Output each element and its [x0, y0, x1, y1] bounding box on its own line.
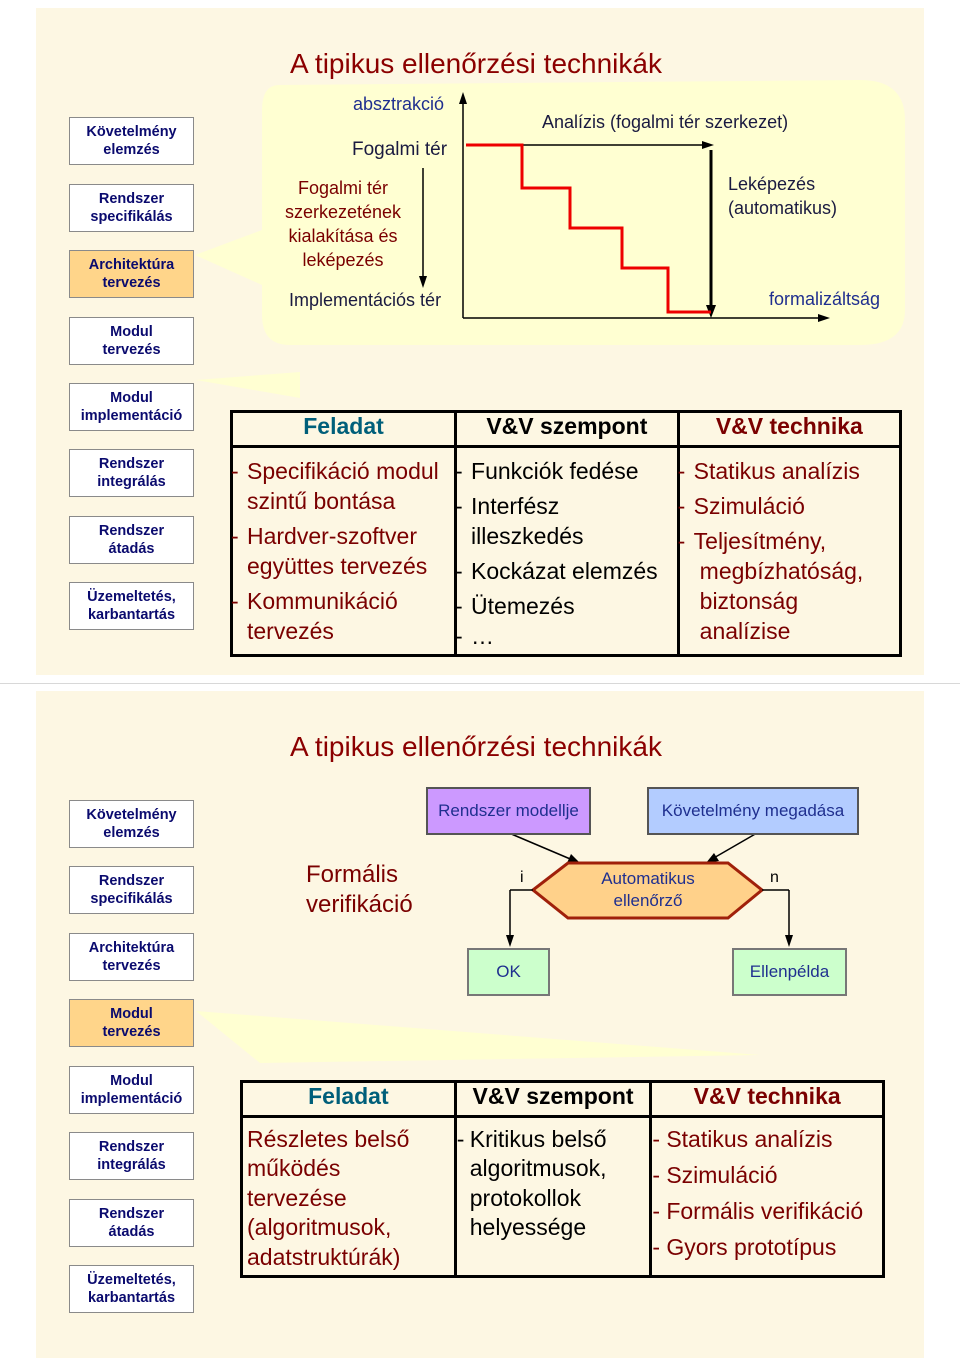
- concept-space-label: Fogalmi tér: [352, 139, 448, 160]
- slide1-graphics: [195, 80, 905, 398]
- slide2-title: A tipikus ellenőrzési technikák: [290, 731, 662, 762]
- table1-header-technique: V&V technika: [676, 410, 903, 448]
- x-axis-label: formalizáltság: [769, 289, 881, 309]
- phase-operation-maintenance: Üzemeltetés,karbantartás: [69, 582, 194, 630]
- slide-separator: [0, 683, 960, 684]
- table2-task-cell: Részletes belső működés tervezése (algor…: [240, 1115, 457, 1278]
- table2-aspect-cell: - Kritikus belső algoritmusok, protokoll…: [453, 1115, 653, 1278]
- requirement-spec-box: Követelmény megadása: [647, 787, 859, 835]
- vv-table-module-design: Feladat V&V szempont V&V technika Részle…: [240, 1080, 885, 1278]
- bubble-pointer-lower: [196, 372, 300, 398]
- table1-task-cell: - Specifikáció modul szintű bontása - Ha…: [229, 445, 458, 657]
- table1-technique-cell: - Statikus analízis - Szimuláció - Telje…: [676, 445, 903, 657]
- analysis-label: Analízis (fogalmi tér szerkezet): [542, 112, 789, 132]
- yes-label: i: [520, 869, 524, 886]
- automatic-checker-label: Automatikus ellenőrző: [601, 869, 695, 910]
- ok-result-box: OK: [467, 948, 550, 996]
- table1-aspect-cell: - Funkciók fedése - Interfész illeszkedé…: [454, 445, 680, 657]
- phase-pointer: [196, 1011, 760, 1063]
- vv-table-architecture: Feladat V&V szempont V&V technika - Spec…: [229, 410, 903, 657]
- yes-arrow-head: [506, 935, 514, 947]
- no-label: n: [770, 869, 779, 886]
- mapping-label: Leképezés (automatikus): [728, 174, 838, 218]
- table2-header-technique: V&V technika: [649, 1080, 885, 1118]
- analysis-arrow-head: [702, 141, 714, 149]
- requirement-to-checker-arrow: [711, 832, 758, 860]
- phase-operation-maintenance-2: Üzemeltetés,karbantartás: [69, 1265, 194, 1313]
- system-model-box: Rendszer modellje: [426, 787, 591, 835]
- counterexample-box: Ellenpélda: [732, 948, 847, 996]
- table2-technique-cell: - Statikus analízis - Szimuláció - Formá…: [649, 1115, 885, 1278]
- table1-header-aspect: V&V szempont: [454, 410, 680, 448]
- y-axis-arrow: [459, 92, 467, 104]
- table2-header-aspect: V&V szempont: [453, 1080, 653, 1118]
- model-arrow-head: [567, 854, 580, 863]
- table2-header-task: Feladat: [240, 1080, 457, 1118]
- concept-structure-text: Fogalmi tér szerkezetének kialakítása és…: [284, 178, 402, 270]
- y-axis-label: absztrakció: [353, 94, 445, 114]
- down-arrow-head: [419, 276, 427, 288]
- no-arrow-head: [785, 935, 793, 947]
- model-to-checker-arrow: [508, 832, 576, 862]
- slide2-graphics: [196, 832, 793, 1063]
- slide1-title: A tipikus ellenőrzési technikák: [290, 48, 662, 79]
- refinement-staircase: [466, 143, 711, 314]
- requirement-arrow-head: [706, 853, 719, 863]
- x-axis-arrow: [818, 314, 830, 322]
- speech-bubble: [195, 80, 905, 345]
- implementation-space-label: Implementációs tér: [289, 290, 442, 310]
- formal-verification-label: Formális verifikáció: [306, 861, 413, 918]
- table1-header-task: Feladat: [229, 410, 458, 448]
